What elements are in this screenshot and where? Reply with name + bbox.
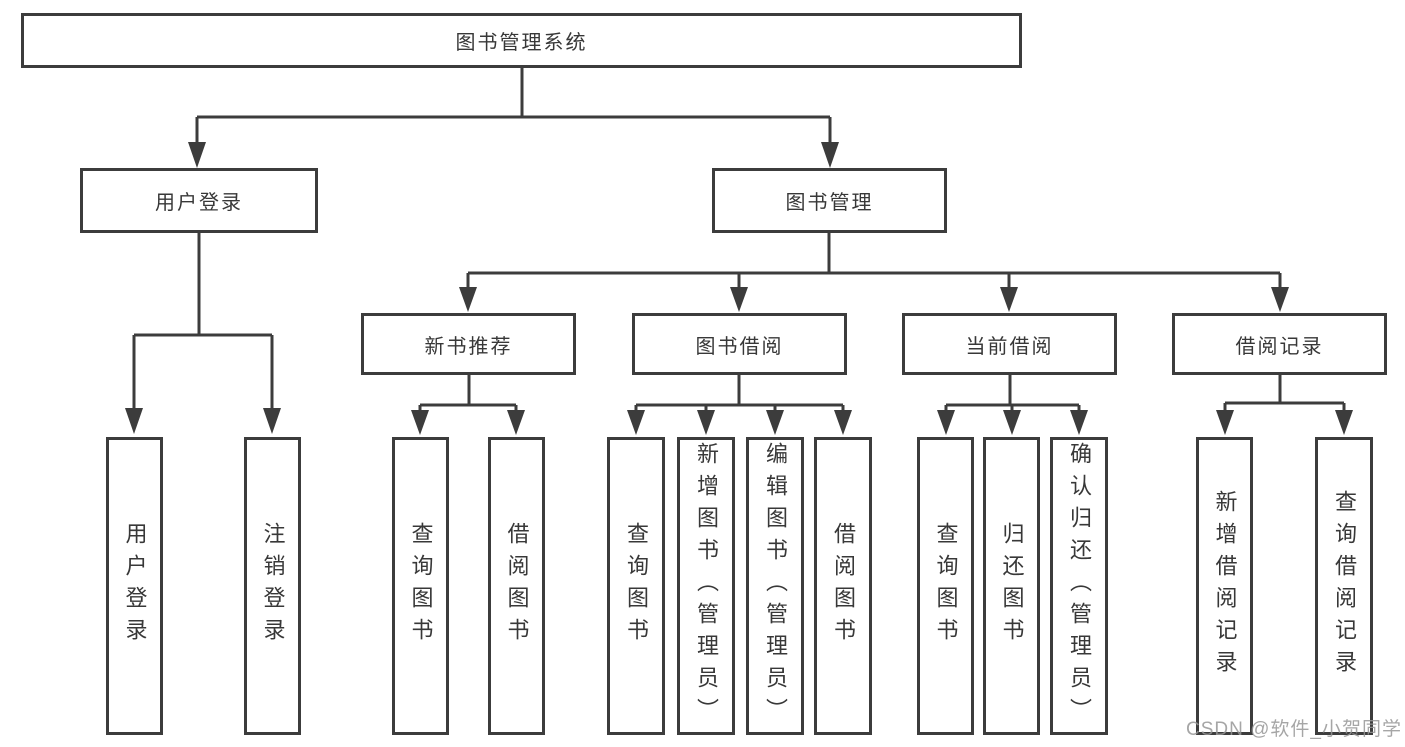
leaf-borrow-books-label: 借阅图书 bbox=[831, 522, 856, 650]
leaf-query-books-recommend: 查询图书 bbox=[392, 437, 449, 735]
leaf-query-books-current: 查询图书 bbox=[917, 437, 974, 735]
leaf-query-books-current-label: 查询图书 bbox=[933, 522, 959, 650]
node-book-borrow: 图书借阅 bbox=[632, 313, 847, 375]
node-root-label: 图书管理系统 bbox=[455, 32, 588, 54]
node-new-book-recommend-label: 新书推荐 bbox=[424, 335, 513, 358]
leaf-query-books-borrow-label: 查询图书 bbox=[624, 522, 649, 650]
leaf-query-books-borrow: 查询图书 bbox=[607, 437, 665, 735]
csdn-watermark: CSDN @软件_小贺同学 bbox=[1186, 719, 1402, 740]
leaf-return-book: 归还图书 bbox=[983, 437, 1040, 735]
leaf-add-borrow-record: 新增借阅记录 bbox=[1196, 437, 1253, 735]
node-book-management-label: 图书管理 bbox=[785, 192, 874, 214]
leaf-return-book-label: 归还图书 bbox=[999, 522, 1025, 650]
leaf-borrow-books-recommend: 借阅图书 bbox=[488, 437, 545, 735]
leaf-edit-book-admin: 编辑图书（管理员） bbox=[746, 437, 804, 735]
node-book-management: 图书管理 bbox=[712, 168, 947, 233]
node-root-system: 图书管理系统 bbox=[21, 13, 1022, 68]
leaf-query-books-recommend-label: 查询图书 bbox=[408, 522, 434, 650]
leaf-add-book-admin: 新增图书（管理员） bbox=[677, 437, 735, 735]
node-borrow-records: 借阅记录 bbox=[1172, 313, 1387, 375]
leaf-add-book-admin-label: 新增图书（管理员） bbox=[694, 442, 719, 730]
node-new-book-recommend: 新书推荐 bbox=[361, 313, 576, 375]
leaf-user-login-label: 用户登录 bbox=[122, 522, 148, 650]
leaf-add-borrow-record-label: 新增借阅记录 bbox=[1212, 490, 1238, 682]
node-user-login-label: 用户登录 bbox=[155, 192, 243, 214]
leaf-borrow-books-recommend-label: 借阅图书 bbox=[504, 522, 530, 650]
arrowheads bbox=[125, 142, 1353, 435]
leaf-confirm-return-admin-label: 确认归还（管理员） bbox=[1067, 442, 1092, 730]
leaf-logout: 注销登录 bbox=[244, 437, 301, 735]
node-current-borrow: 当前借阅 bbox=[902, 313, 1117, 375]
leaf-edit-book-admin-label: 编辑图书（管理员） bbox=[763, 442, 788, 730]
node-book-borrow-label: 图书借阅 bbox=[695, 335, 784, 358]
leaf-logout-label: 注销登录 bbox=[260, 522, 286, 650]
leaf-user-login: 用户登录 bbox=[106, 437, 163, 735]
node-current-borrow-label: 当前借阅 bbox=[965, 335, 1054, 358]
leaf-confirm-return-admin: 确认归还（管理员） bbox=[1050, 437, 1108, 735]
leaf-borrow-books: 借阅图书 bbox=[814, 437, 872, 735]
leaf-query-borrow-record: 查询借阅记录 bbox=[1315, 437, 1373, 735]
leaf-query-borrow-record-label: 查询借阅记录 bbox=[1332, 490, 1357, 682]
node-borrow-records-label: 借阅记录 bbox=[1235, 335, 1324, 358]
node-user-login: 用户登录 bbox=[80, 168, 318, 233]
